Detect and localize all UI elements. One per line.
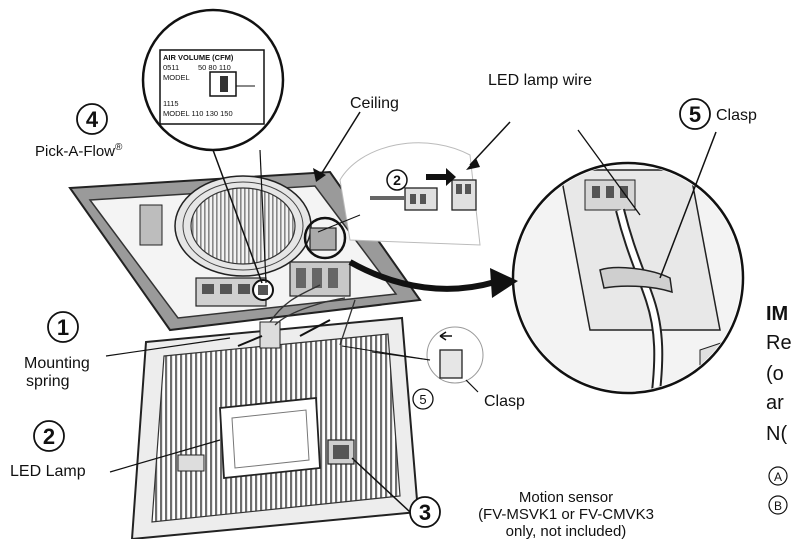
side-marker-a: A: [774, 470, 782, 484]
clasp-detail-callout: [511, 129, 745, 395]
bracket-left: [139, 204, 163, 246]
arrow-connect-icon: [426, 168, 456, 186]
nameplate-row2-model: 1115: [163, 99, 179, 108]
arrow-left-icon: [439, 331, 452, 341]
connector-socket: [309, 227, 337, 251]
wire-harness: [269, 284, 346, 326]
side-text-line4: ar: [766, 392, 784, 414]
nameplate-row1-values: 50 80 110: [198, 63, 231, 72]
pointer-ceiling: [319, 111, 361, 177]
step-5-badge-small: 5: [419, 392, 426, 407]
step-2-badge: 2: [43, 424, 55, 449]
pointer-small-clasp: [465, 379, 479, 393]
label-motion-sensor-3: only, not included): [506, 523, 627, 539]
label-mounting-spring-1: Mounting: [24, 355, 90, 372]
grille-assembly: [130, 284, 420, 539]
step-4-badge: 4: [86, 107, 99, 132]
step-1-badge: 1: [57, 315, 69, 340]
pointer-nameplate: [212, 149, 263, 284]
side-text-line1: IM: [766, 303, 788, 325]
spring-clip: [259, 321, 281, 349]
nameplate-header: AIR VOLUME (CFM): [163, 53, 234, 62]
label-mounting-spring-2: spring: [26, 373, 70, 390]
label-ceiling: Ceiling: [350, 95, 399, 112]
side-text-line3: (o: [766, 363, 784, 385]
side-text-line2: Re: [766, 332, 792, 354]
step-5-badge-top: 5: [689, 102, 701, 127]
socket-highlight: [303, 216, 347, 260]
nameplate-callout: [141, 8, 285, 284]
pointer-led-lamp-wire: [469, 121, 511, 166]
blower-wheel: [190, 187, 296, 265]
pointer-clasp: [659, 131, 717, 279]
lamp-connector: [177, 454, 205, 472]
step-3-badge: 3: [419, 500, 431, 525]
nameplate-row2-label: MODEL 110 130 150: [163, 109, 233, 118]
label-motion-sensor-2: (FV-MSVK1 or FV-CMVK3: [478, 506, 654, 523]
side-text-line5: N(: [766, 423, 787, 445]
pointer-mounting-spring: [105, 337, 231, 357]
small-clasp-callout: [341, 326, 484, 393]
label-clasp-small: Clasp: [484, 393, 525, 410]
label-pick-a-flow: Pick-A-Flow®: [35, 142, 123, 160]
nameplate-row1-label: MODEL: [163, 73, 190, 82]
step-2-badge-connector: 2: [393, 172, 401, 188]
label-motion-sensor-1: Motion sensor: [519, 489, 613, 506]
pointer-led-lamp: [109, 439, 221, 473]
mounting-springs: [105, 319, 331, 357]
clasp-hook: [599, 266, 673, 294]
nameplate-row1-model: 0511: [163, 63, 179, 72]
label-led-lamp: LED Lamp: [10, 463, 86, 480]
step-badges: 4 1 2 3 5 2 5: [33, 98, 711, 528]
led-lamp-panel: [219, 397, 321, 479]
side-marker-b: B: [774, 499, 782, 513]
plug-female: [451, 179, 477, 211]
connector-callout: [317, 121, 511, 246]
label-clasp-top: Clasp: [716, 107, 757, 124]
label-led-lamp-wire: LED lamp wire: [488, 72, 592, 89]
pointer-motion-sensor: [351, 457, 411, 513]
zoom-arrow-icon: [348, 259, 496, 292]
